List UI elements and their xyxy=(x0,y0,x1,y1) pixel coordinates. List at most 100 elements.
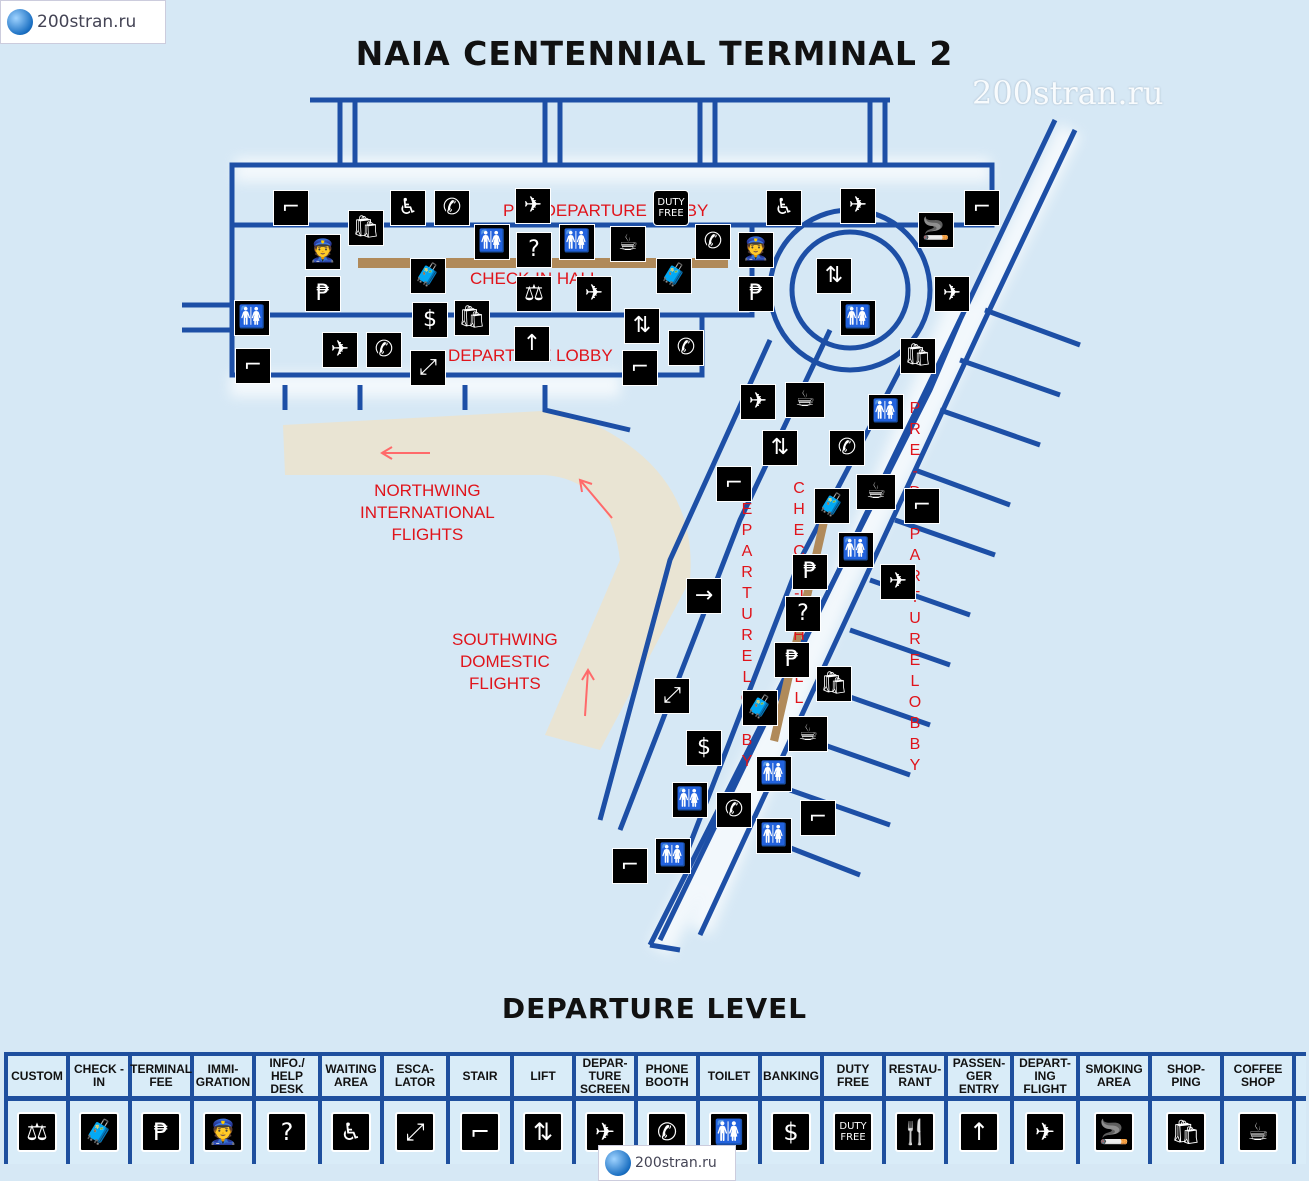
toilet-icon[interactable]: 🚻 xyxy=(868,394,904,430)
toilet-icon[interactable]: 🚻 xyxy=(840,300,876,336)
escalator-icon[interactable]: ⤢ xyxy=(654,678,690,714)
coffee-icon[interactable]: ☕ xyxy=(610,226,646,262)
toilet-icon[interactable]: 🚻 xyxy=(756,756,792,792)
legend-label: CUSTOM xyxy=(11,1068,63,1083)
terminal-fee-icon[interactable]: ₱ xyxy=(774,642,810,678)
terminal-fee-icon: ₱ xyxy=(141,1112,181,1152)
passenger-entry-icon[interactable]: → xyxy=(686,578,722,614)
legend-label: IMMI- GRATION xyxy=(195,1062,251,1089)
lift-icon[interactable]: ⇅ xyxy=(624,308,660,344)
check-in-icon[interactable]: 🧳 xyxy=(814,488,850,524)
legend-item: STAIR⌐ xyxy=(450,1052,514,1164)
watermark-bottom: 200stran.ru xyxy=(598,1145,736,1181)
departing-flight-icon[interactable]: ✈ xyxy=(740,384,776,420)
waiting-area-icon[interactable]: ♿ xyxy=(390,190,426,226)
escalator-icon: ⤢ xyxy=(395,1112,435,1152)
custom-icon[interactable]: ⚖ xyxy=(516,276,552,312)
stair-icon[interactable]: ⌐ xyxy=(904,488,940,524)
departing-flight-icon[interactable]: ✈ xyxy=(934,276,970,312)
legend-item: SMOKING AREA 🚬 xyxy=(1080,1052,1152,1164)
stair-icon: ⌐ xyxy=(460,1112,500,1152)
departing-flight-icon[interactable]: ✈ xyxy=(880,564,916,600)
toilet-icon[interactable]: 🚻 xyxy=(234,300,270,336)
lift-icon[interactable]: ⇅ xyxy=(816,258,852,294)
stair-icon[interactable]: ⌐ xyxy=(612,848,648,884)
passenger-entry-icon[interactable]: ↑ xyxy=(514,326,550,362)
passenger-entry-icon: ↑ xyxy=(959,1112,999,1152)
legend-item: CHECK -IN🧳 xyxy=(70,1052,132,1164)
lift-icon[interactable]: ⇅ xyxy=(762,430,798,466)
watermark-top: 200stran.ru xyxy=(0,0,166,44)
legend-label: SHOP- PING xyxy=(1166,1062,1205,1089)
immigration-icon[interactable]: 👮 xyxy=(305,234,341,270)
toilet-icon[interactable]: 🚻 xyxy=(474,224,510,260)
phone-icon[interactable]: ✆ xyxy=(366,332,402,368)
globe-icon xyxy=(7,9,33,35)
stair-icon[interactable]: ⌐ xyxy=(964,190,1000,226)
shopping-icon[interactable]: 🛍 xyxy=(900,338,936,374)
terminal-fee-icon[interactable]: ₱ xyxy=(738,276,774,312)
legend-label: DUTY FREE xyxy=(836,1062,870,1089)
banking-icon[interactable]: $ xyxy=(686,730,722,766)
departure-screen-icon[interactable]: ✈ xyxy=(515,188,551,224)
legend-label: TERMINAL FEE xyxy=(130,1062,193,1089)
toilet-icon[interactable]: 🚻 xyxy=(756,818,792,854)
restaurant-icon: 🍴 xyxy=(895,1112,935,1152)
northwing-label: NORTHWING INTERNATIONAL FLIGHTS xyxy=(360,480,495,546)
phone-icon[interactable]: ✆ xyxy=(695,224,731,260)
escalator-icon[interactable]: ⤢ xyxy=(410,350,446,386)
toilet-icon[interactable]: 🚻 xyxy=(838,532,874,568)
waiting-area-icon[interactable]: ♿ xyxy=(766,190,802,226)
departing-flight-icon[interactable]: ✈ xyxy=(840,188,876,224)
phone-icon[interactable]: ✆ xyxy=(668,330,704,366)
duty-free-line-2: FREE xyxy=(658,208,684,219)
departure-screen-icon[interactable]: ✈ xyxy=(576,276,612,312)
legend-item: SHOP- PING🛍 xyxy=(1152,1052,1224,1164)
info-icon[interactable]: ? xyxy=(785,596,821,632)
terminal-map xyxy=(182,97,1081,956)
duty-free-icon: DUTY FREE xyxy=(833,1112,873,1152)
southwing-line-1: SOUTHWING xyxy=(452,630,558,649)
smoking-icon[interactable]: 🚬 xyxy=(918,212,954,248)
smoking-icon: 🚬 xyxy=(1094,1112,1134,1152)
check-in-icon[interactable]: 🧳 xyxy=(656,258,692,294)
coffee-icon[interactable]: ☕ xyxy=(856,474,896,510)
terminal-fee-icon[interactable]: ₱ xyxy=(792,554,828,590)
stair-icon[interactable]: ⌐ xyxy=(716,466,752,502)
phone-icon[interactable]: ✆ xyxy=(829,430,865,466)
check-in-icon[interactable]: 🧳 xyxy=(742,690,778,726)
stair-icon[interactable]: ⌐ xyxy=(622,350,658,386)
coffee-icon[interactable]: ☕ xyxy=(788,716,828,752)
shopping-icon[interactable]: 🛍 xyxy=(348,210,384,246)
check-in-icon: 🧳 xyxy=(79,1112,119,1152)
departing-flight-icon[interactable]: ✈ xyxy=(322,332,358,368)
southwing-label: SOUTHWING DOMESTIC FLIGHTS xyxy=(452,629,558,695)
banking-icon[interactable]: $ xyxy=(412,302,448,338)
phone-icon: ✆ xyxy=(647,1112,687,1152)
legend-item: BANKING$ xyxy=(762,1052,824,1164)
coffee-icon: ☕ xyxy=(1238,1112,1278,1152)
legend-item: TERMINAL FEE ₱ xyxy=(130,1052,194,1164)
shopping-icon[interactable]: 🛍 xyxy=(816,666,852,702)
toilet-icon[interactable]: 🚻 xyxy=(655,838,691,874)
legend-label: SMOKING AREA xyxy=(1085,1062,1143,1089)
check-in-icon[interactable]: 🧳 xyxy=(410,258,446,294)
coffee-icon[interactable]: ☕ xyxy=(785,382,825,418)
stair-icon[interactable]: ⌐ xyxy=(800,800,836,836)
level-title: DEPARTURE LEVEL xyxy=(501,992,808,1025)
info-icon[interactable]: ? xyxy=(516,232,552,268)
stair-icon[interactable]: ⌐ xyxy=(273,190,309,226)
toilet-icon[interactable]: 🚻 xyxy=(559,224,595,260)
shopping-icon[interactable]: 🛍 xyxy=(454,300,490,336)
terminal-fee-icon[interactable]: ₱ xyxy=(305,276,341,312)
departing-flight-icon: ✈ xyxy=(1025,1112,1065,1152)
stair-icon[interactable]: ⌐ xyxy=(235,348,271,384)
south-departure-label: DEPARTURE LOBBY xyxy=(741,480,753,770)
immigration-icon[interactable]: 👮 xyxy=(738,232,774,268)
legend-label: DEPART- ING FLIGHT xyxy=(1019,1055,1071,1096)
phone-icon[interactable]: ✆ xyxy=(434,190,470,226)
toilet-icon[interactable]: 🚻 xyxy=(672,782,708,818)
phone-icon[interactable]: ✆ xyxy=(716,792,752,828)
legend-item: PASSEN- GER ENTRY↑ xyxy=(948,1052,1014,1164)
